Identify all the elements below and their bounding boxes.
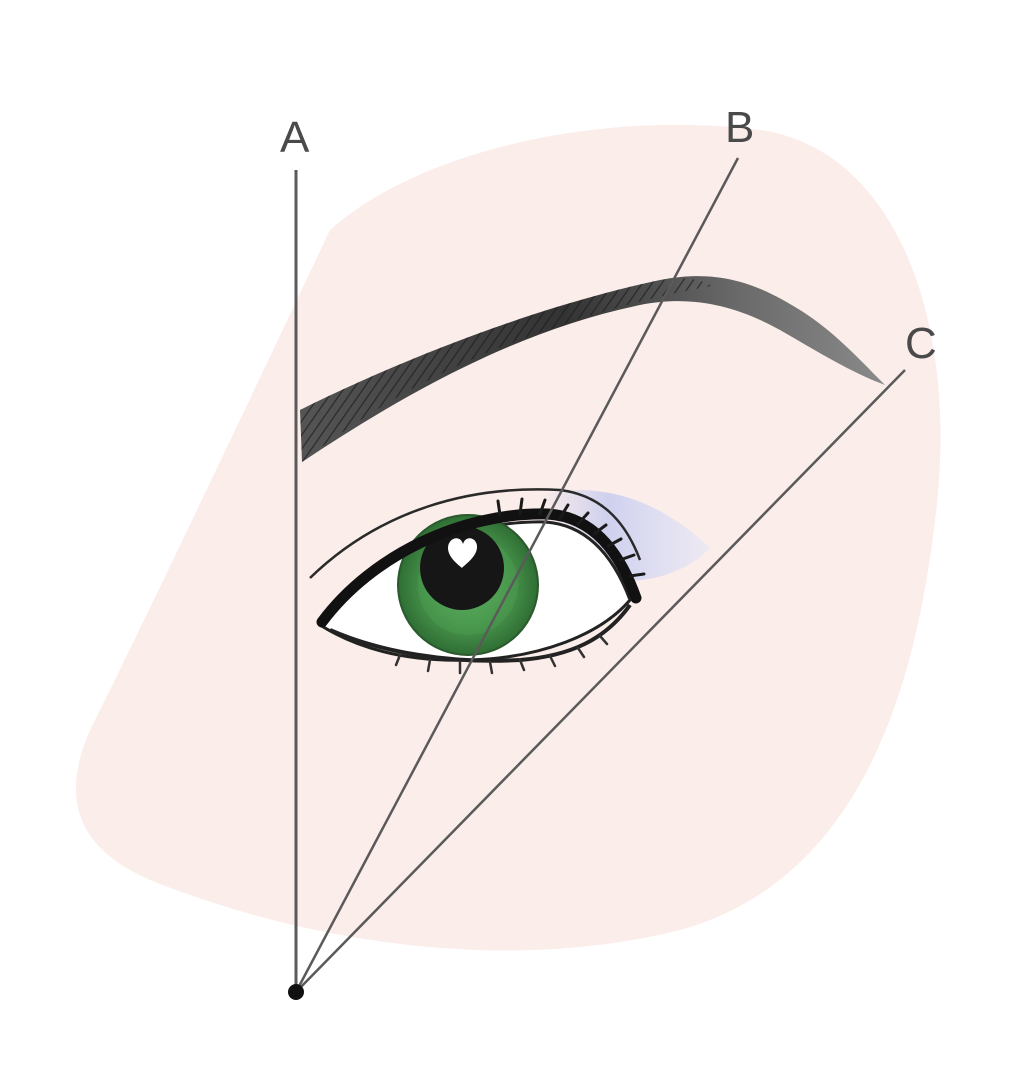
label-b: B [725,103,754,152]
label-c: C [905,319,937,368]
label-a: A [280,113,310,162]
origin-point [288,984,304,1000]
